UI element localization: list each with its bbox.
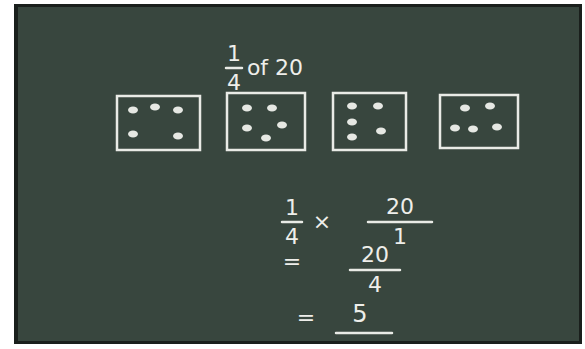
chalk-text: 1 (227, 43, 241, 65)
chalk-text: 1 (393, 226, 407, 248)
chalk-text: 20 (361, 244, 389, 266)
chalk-text: 1 (285, 197, 299, 219)
chalk-text: 20 (386, 196, 414, 218)
chalk-text: of 20 (247, 57, 303, 79)
chalk-text: 4 (227, 72, 241, 94)
chalk-text: = (283, 251, 301, 273)
chalk-text: 5 (352, 302, 367, 326)
chalk-text: 4 (368, 274, 382, 296)
chalk-text: 4 (285, 226, 299, 248)
chalk-text: = (297, 307, 315, 329)
chalk-text: × (313, 211, 331, 233)
